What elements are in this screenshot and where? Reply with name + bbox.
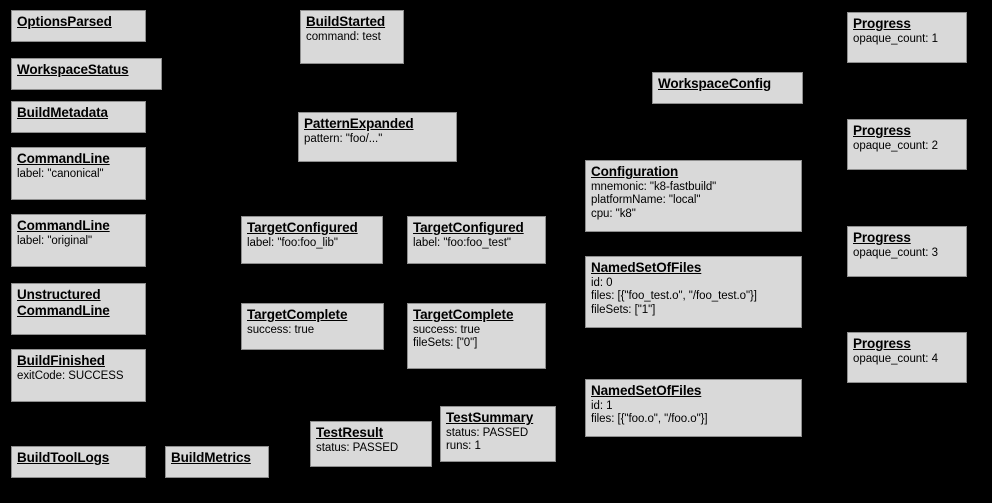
event-node-title: OptionsParsed: [17, 14, 112, 29]
event-node-field: label: "original": [17, 234, 93, 247]
event-node-field: id: 1: [591, 399, 613, 412]
event-node-build-metadata[interactable]: BuildMetadata: [11, 101, 146, 133]
event-node-title: TestResult: [316, 425, 384, 440]
event-node-fields: opaque_count: 2: [853, 140, 961, 154]
event-node-fields: mnemonic: "k8-fastbuild"platformName: "l…: [591, 181, 796, 222]
event-node-field: pattern: "foo/...": [304, 132, 383, 145]
event-node-fields: exitCode: SUCCESS: [17, 370, 140, 384]
event-node-title: CommandLine: [17, 218, 110, 233]
event-node-field: success: true: [413, 323, 481, 336]
event-node-title: BuildStarted: [306, 14, 386, 29]
event-node-fields: label: "foo:foo_lib": [247, 237, 377, 251]
event-node-fields: command: test: [306, 31, 398, 45]
event-node-title: PatternExpanded: [304, 116, 414, 131]
event-node-title: Progress: [853, 230, 911, 245]
event-node-title: TargetConfigured: [413, 220, 524, 235]
event-node-field: runs: 1: [446, 440, 481, 453]
event-node-title: Configuration: [591, 164, 679, 179]
event-node-build-metrics[interactable]: BuildMetrics: [165, 446, 269, 478]
event-node-field: files: [{"foo_test.o", "/foo_test.o"}]: [591, 290, 757, 303]
event-node-field: cpu: "k8": [591, 208, 636, 221]
event-node-title: BuildMetadata: [17, 105, 108, 120]
event-node-fields: pattern: "foo/...": [304, 133, 451, 147]
event-node-title: TargetComplete: [247, 307, 348, 322]
event-node-title: BuildToolLogs: [17, 450, 110, 465]
event-node-fields: label: "foo:foo_test": [413, 237, 540, 251]
event-node-title: TargetComplete: [413, 307, 514, 322]
event-node-field: opaque_count: 4: [853, 352, 938, 365]
event-node-title: WorkspaceConfig: [658, 76, 772, 91]
event-node-field: mnemonic: "k8-fastbuild": [591, 180, 717, 193]
event-node-fields: label: "original": [17, 235, 140, 249]
event-node-title: Progress: [853, 123, 911, 138]
event-node-field: label: "foo:foo_test": [413, 236, 511, 249]
event-node-workspace-config[interactable]: WorkspaceConfig: [652, 72, 803, 104]
event-node-title: TestSummary: [446, 410, 534, 425]
event-node-fields: success: true: [247, 324, 378, 338]
event-node-fields: opaque_count: 1: [853, 33, 961, 47]
event-node-options-parsed[interactable]: OptionsParsed: [11, 10, 146, 42]
event-node-field: platformName: "local": [591, 194, 701, 207]
event-node-field: status: PASSED: [316, 441, 399, 454]
event-node-field: opaque_count: 2: [853, 139, 938, 152]
event-node-field: files: [{"foo.o", "/foo.o"}]: [591, 413, 708, 426]
event-node-field: id: 0: [591, 276, 613, 289]
event-node-fields: opaque_count: 4: [853, 353, 961, 367]
event-node-field: opaque_count: 3: [853, 246, 938, 259]
event-node-title: Progress: [853, 336, 911, 351]
event-node-title: WorkspaceStatus: [17, 62, 129, 77]
event-node-field: success: true: [247, 323, 315, 336]
event-node-fields: opaque_count: 3: [853, 247, 961, 261]
event-node-field: label: "canonical": [17, 167, 104, 180]
event-node-workspace-status[interactable]: WorkspaceStatus: [11, 58, 162, 90]
event-node-title: BuildMetrics: [171, 450, 251, 465]
event-node-field: exitCode: SUCCESS: [17, 369, 124, 382]
event-node-field: label: "foo:foo_lib": [247, 236, 338, 249]
event-node-field: fileSets: ["0"]: [413, 337, 478, 350]
event-node-field: status: PASSED: [446, 426, 529, 439]
event-node-field: opaque_count: 1: [853, 32, 938, 45]
event-node-fields: label: "canonical": [17, 168, 140, 182]
event-node-field: command: test: [306, 30, 381, 43]
event-node-title: TargetConfigured: [247, 220, 358, 235]
event-node-unstructured-command-line[interactable]: Unstructured CommandLine: [11, 283, 146, 335]
event-node-title: CommandLine: [17, 151, 110, 166]
event-node-title: Unstructured CommandLine: [17, 287, 110, 318]
event-node-fields: status: PASSED: [316, 442, 426, 456]
event-node-title: NamedSetOfFiles: [591, 383, 702, 398]
event-node-build-tool-logs[interactable]: BuildToolLogs: [11, 446, 146, 478]
event-node-title: Progress: [853, 16, 911, 31]
event-node-title: BuildFinished: [17, 353, 105, 368]
event-node-title: NamedSetOfFiles: [591, 260, 702, 275]
event-node-field: fileSets: ["1"]: [591, 304, 656, 317]
